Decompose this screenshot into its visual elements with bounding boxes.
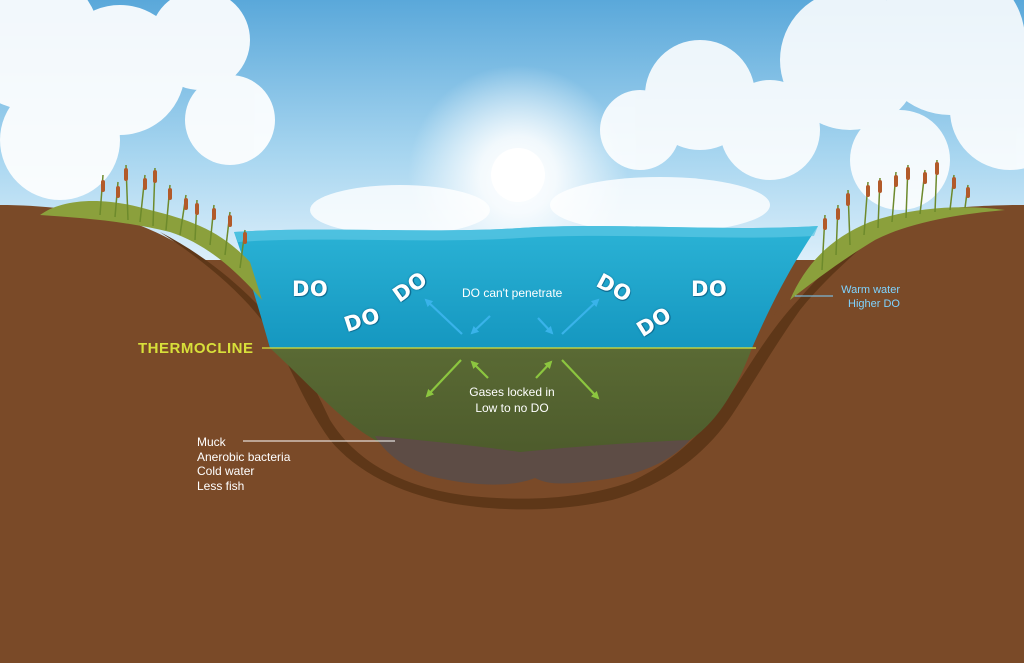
thermocline-label: THERMOCLINE — [138, 340, 254, 357]
lower-water — [270, 348, 752, 463]
cattail-icon — [790, 159, 1005, 300]
water-surface — [234, 226, 818, 242]
bottom-conditions-label: Muck Anerobic bacteria Cold water Less f… — [197, 435, 290, 493]
upper-water — [234, 226, 818, 348]
warm-line-1: Warm water — [841, 284, 900, 296]
cattail-icon — [40, 164, 262, 300]
do-mark: DO — [292, 277, 329, 301]
bottom-line: Less fish — [197, 478, 245, 493]
arrow-icon — [424, 298, 600, 400]
cloud-icon — [0, 0, 275, 200]
do-cant-penetrate-label: DO can't penetrate — [462, 286, 563, 300]
warm-water-label: Warm water Higher DO — [810, 283, 900, 311]
warm-line-2: Higher DO — [848, 298, 900, 310]
bottom-line: Cold water — [197, 464, 255, 478]
soil — [0, 205, 1024, 663]
bottom-line: Anerobic bacteria — [197, 449, 291, 464]
do-mark: DO — [691, 277, 728, 301]
bottom-line: Muck — [197, 435, 226, 449]
gases-line-2: Low to no DO — [475, 401, 549, 415]
soil-rim — [160, 232, 870, 510]
gases-line-1: Gases locked in — [469, 385, 555, 399]
muck-layer — [375, 436, 690, 485]
gases-locked-label: Gases locked in Low to no DO — [440, 384, 584, 416]
